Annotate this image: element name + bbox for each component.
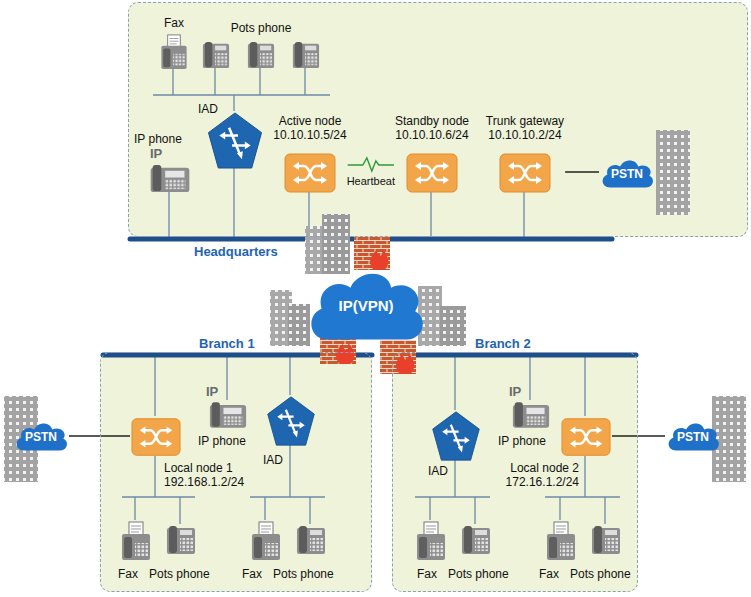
fax-icon [546,521,576,561]
node-label: Pots phone [273,567,334,581]
device-node: IAD [197,101,264,170]
network-cloud: IP(VPN) [306,268,426,342]
device-node: Trunk gateway10.10.10.2/24 [485,113,565,194]
switch-icon [406,153,458,193]
node-label: Standby node [395,114,469,128]
device-node: Pots phone [447,524,510,582]
node-label: PSTN [611,167,643,181]
phone-icon [291,41,321,69]
switch-icon [561,417,611,457]
node-label: Local node 1 [164,461,233,475]
node-label: Pots phone [231,21,292,35]
device-node: IAD [427,410,482,479]
device-node: IAD [262,395,317,468]
device-node: Fax [415,520,447,582]
phone-icon [166,525,196,555]
fax-icon [251,521,281,561]
device-node: Fax [158,15,190,71]
phone-icon [296,525,326,555]
node-label: IAD [263,453,283,467]
icon-lettering: IP [509,385,521,399]
node-label: Pots phone [570,567,631,581]
device-node: Pots phone [200,20,322,70]
node-label: Active node [279,114,342,128]
switch-icon [499,153,551,193]
phone-icon [246,41,276,69]
node-label: IAD [428,464,448,478]
phone-icon [201,41,231,69]
network-cloud: PSTN [665,420,721,452]
device-node: IP phone [497,400,551,449]
node-label: IAD [198,102,218,116]
ip-phone-icon [149,164,191,193]
device-node: Standby node10.10.10.6/24 [394,113,470,194]
region-heading: Headquarters [194,245,278,259]
trunk-link [565,171,599,173]
node-label: Pots phone [149,567,210,581]
icon-lettering: IP [150,147,162,161]
node-label: 192.168.1.2/24 [164,475,244,489]
region-heading: Branch 1 [199,337,255,351]
node-label: Trunk gateway [486,114,564,128]
site-region: HeadquartersFaxPots phoneIADIP phoneActi… [128,2,748,237]
device-node: IP phone [197,400,248,449]
switch-icon [131,417,181,457]
node-label: IP(VPN) [338,299,393,313]
switch-icon [284,153,336,193]
device-node: Fax [117,520,152,582]
fax-icon [121,521,151,561]
node-label: Fax [118,567,138,581]
ip-phone-icon [209,401,247,429]
device-node: IP phone [133,131,192,194]
network-cloud: PSTN [599,157,655,189]
node-label: Fax [164,16,184,30]
iad-icon [266,396,316,446]
fax-icon [416,521,446,561]
node-label: Pots phone [448,567,509,581]
site-region: Branch 1Local node 1192.168.1.2/24IP pho… [100,352,372,592]
node-label: Fax [417,567,437,581]
node-label: Local node 2 [510,461,579,475]
network-cloud: PSTN [13,420,69,452]
trunk-link [612,435,665,437]
device-node: Pots phone [272,524,335,582]
icon-lettering: IP [206,385,218,399]
ip-phone-icon [512,401,550,429]
iad-icon [431,411,481,461]
heartbeat-link [348,158,394,171]
node-label: Fax [539,567,559,581]
node-label: 172.16.1.2/24 [506,475,579,489]
device-node: Pots phone [569,524,632,582]
edge-label: Heartbeat [346,174,396,188]
node-label: 10.10.10.6/24 [395,128,468,142]
node-label: 10.10.10.5/24 [273,128,346,142]
region-heading: Branch 2 [475,337,531,351]
fax-icon [159,34,189,70]
node-label: IP phone [198,434,246,448]
node-label: PSTN [25,430,57,444]
node-label: PSTN [677,430,709,444]
device-node: Local node 2172.16.1.2/24 [505,416,612,490]
node-label: IP phone [134,132,182,146]
building [4,130,746,482]
iad-icon [207,112,263,169]
node-label: Fax [242,567,262,581]
node-label: IP phone [498,434,546,448]
phone-icon [461,525,491,555]
device-node: Active node10.10.10.5/24 [272,113,347,194]
node-label: 10.10.10.2/24 [488,128,561,142]
phone-icon [591,525,621,555]
device-node: Pots phone [148,524,211,582]
